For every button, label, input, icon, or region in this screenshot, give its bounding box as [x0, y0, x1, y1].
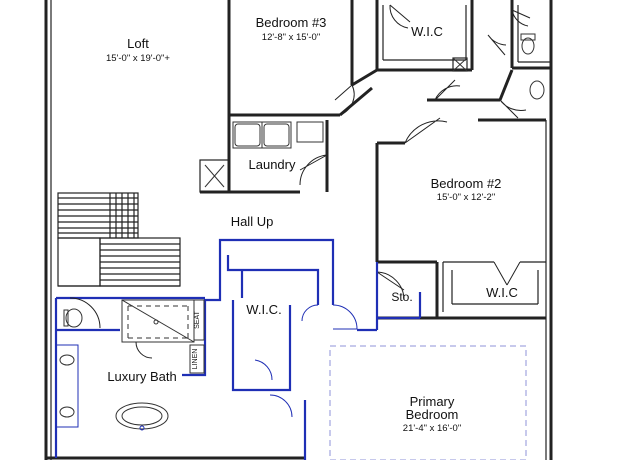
linen-label: LINEN	[192, 349, 199, 370]
bedroom-3-walls	[227, 0, 355, 117]
bedroom3-dims: 12'-8" x 15'-0"	[262, 32, 320, 43]
luxury-bath-name: Luxury Bath	[107, 369, 176, 384]
top-right-bath-walls	[487, 0, 551, 100]
primary-name-line1: Primary	[410, 394, 455, 409]
bedroom-2-walls	[375, 117, 546, 320]
top-wic-walls	[375, 0, 474, 72]
luxury-bath-fixtures	[55, 297, 205, 431]
primary-wic-name: W.I.C.	[246, 302, 281, 317]
bedroom2-dims: 15'-0" x 12'-2"	[437, 192, 495, 203]
laundry-walls	[199, 115, 329, 194]
primary-name-line2: Bedroom	[406, 407, 459, 422]
bedroom2-name: Bedroom #2	[431, 176, 502, 191]
room-labels: Loft 15'-0" x 19'-0"+ Bedroom #3 12'-8" …	[106, 15, 518, 434]
exterior-walls	[44, 0, 553, 460]
seat-label: SEAT	[194, 310, 201, 328]
laundry-name: Laundry	[249, 157, 296, 172]
primary-dims: 21'-4" x 16'-0"	[403, 423, 461, 434]
bedroom3-name: Bedroom #3	[256, 15, 327, 30]
top-wic-name: W.I.C	[411, 24, 443, 39]
right-wic-walls	[442, 261, 546, 312]
stairs	[57, 192, 181, 287]
hall-walls	[339, 68, 527, 119]
loft-name: Loft	[127, 36, 149, 51]
storage-name: Sto.	[391, 290, 412, 304]
right-wic-name: W.I.C	[486, 285, 518, 300]
primary-tray-ceiling	[329, 345, 527, 460]
primary-suite-walls	[54, 238, 422, 460]
hall-name: Hall Up	[231, 214, 274, 229]
loft-dims: 15'-0" x 19'-0"+	[106, 53, 170, 64]
